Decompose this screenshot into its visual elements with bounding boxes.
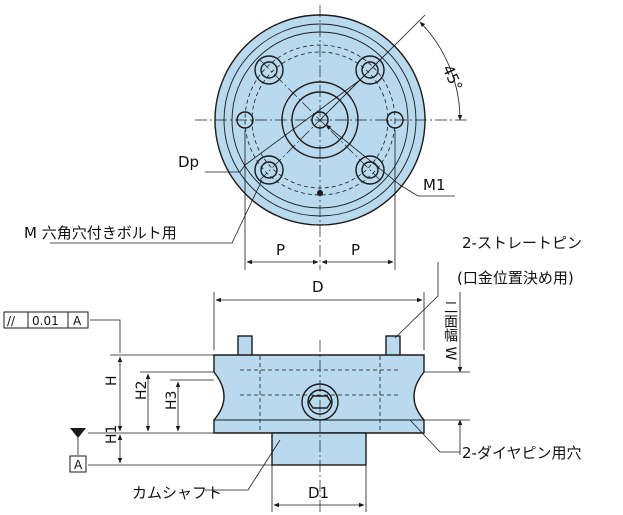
straight-pin-sub-label: (口金位置決め用) [457,269,574,287]
top-view [50,5,470,270]
h-label: H [104,375,120,386]
h1-label: H1 [104,425,120,444]
camshaft-body [271,432,367,466]
dp-label: Dp [178,153,199,171]
h3-label: H3 [164,391,180,410]
front-view [70,262,470,512]
angle-label: 45° [439,62,467,94]
h2-label: H2 [134,381,150,400]
pin-right [385,335,401,357]
body-front [213,354,425,434]
camshaft-label: カムシャフト [132,484,222,502]
p-left-label: P [276,241,285,259]
datum-box [69,455,87,473]
bolt-hole-tr [355,55,385,85]
diamond-pin-label: 2-ダイヤピン用穴 [462,444,582,462]
m1-label: M1 [423,176,446,194]
tolerance-value: 0.01 [32,314,59,328]
hex-icon [308,395,332,409]
p-right-label: P [351,241,360,259]
pin-left [237,335,253,357]
bolt-hole-tl [254,55,284,85]
datum-label: A [74,458,83,472]
tolerance-frame [3,311,89,329]
bolt-hole-br [355,155,385,185]
d-label: D [312,278,324,296]
bolt-hole-bl [254,155,284,185]
m-bolt-label: M 六角穴付きボルト用 [24,224,177,242]
tolerance-datum: A [73,314,82,328]
d1-label: D1 [308,484,329,502]
straight-pin-label: 2-ストレートピン [462,234,582,252]
w-label: 二面幅 W [442,300,458,360]
tolerance-symbol: // [7,314,16,328]
